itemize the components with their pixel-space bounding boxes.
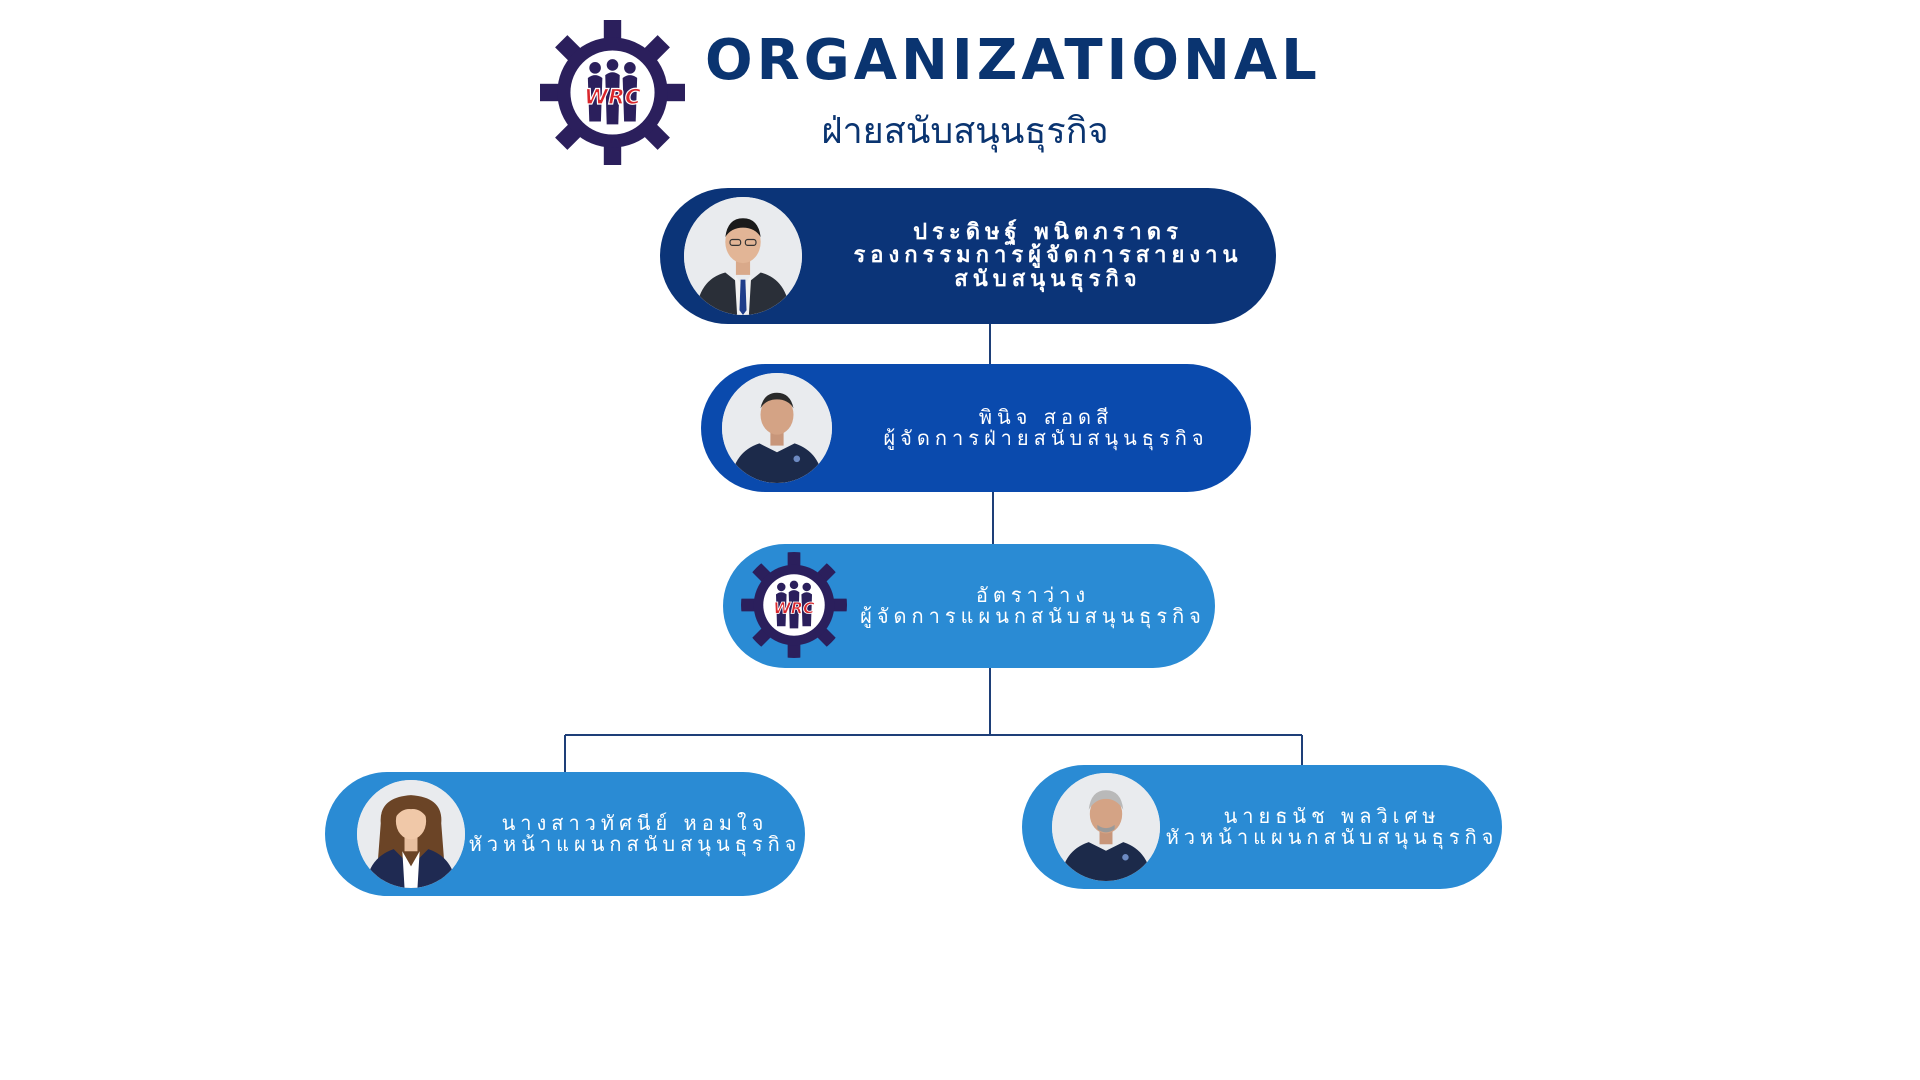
node-text: นางสาวทัศนีย์ หอมใจ หัวหน้าแผนกสนับสนุนธ… (468, 772, 802, 896)
logo-text: WRC (773, 598, 815, 617)
person-position: ผู้จัดการแผนกสนับสนุนธุรกิจ (860, 604, 1206, 628)
person-name: ประดิษฐ์ พนิตภราดร (913, 220, 1183, 246)
person-name: พินิจ สอดสี (978, 405, 1114, 429)
person-name: นายธนัช พลวิเศษ (1223, 804, 1441, 828)
person-position: ผู้จัดการฝ่ายสนับสนุนธุรกิจ (883, 426, 1209, 450)
org-node-vacant-manager: WRC อัตราว่าง ผู้จัดการแผนกสนับสนุนธุรกิ… (723, 544, 1215, 668)
avatar (1052, 773, 1160, 881)
person-position: หัวหน้าแผนกสนับสนุนธุรกิจ (1165, 825, 1499, 849)
page-subtitle: ฝ่ายสนับสนุนธุรกิจ (821, 111, 1109, 152)
org-node-department-manager: พินิจ สอดสี ผู้จัดการฝ่ายสนับสนุนธุรกิจ (701, 364, 1251, 492)
person-name: นางสาวทัศนีย์ หอมใจ (501, 811, 769, 835)
person-position-cont: สนับสนุนธุรกิจ (954, 266, 1142, 292)
org-node-deputy-md: ประดิษฐ์ พนิตภราดร รองกรรมการผู้จัดการสา… (660, 188, 1276, 324)
org-node-section-head-left: นางสาวทัศนีย์ หอมใจ หัวหน้าแผนกสนับสนุนธ… (325, 772, 805, 896)
node-text: พินิจ สอดสี ผู้จัดการฝ่ายสนับสนุนธุรกิจ (851, 364, 1241, 492)
person-position: หัวหน้าแผนกสนับสนุนธุรกิจ (468, 832, 802, 856)
avatar (684, 197, 802, 315)
person-position: รองกรรมการผู้จัดการสายงาน (853, 243, 1243, 269)
person-name: อัตราว่าง (975, 583, 1091, 607)
node-text: ประดิษฐ์ พนิตภราดร รองกรรมการผู้จัดการสา… (820, 188, 1276, 324)
node-text: อัตราว่าง ผู้จัดการแผนกสนับสนุนธุรกิจ (858, 544, 1208, 668)
avatar (357, 780, 465, 888)
wrc-logo-icon: WRC (540, 20, 685, 165)
logo-text: WRC (584, 85, 641, 110)
org-node-section-head-right: นายธนัช พลวิเศษ หัวหน้าแผนกสนับสนุนธุรกิ… (1022, 765, 1502, 889)
node-text: นายธนัช พลวิเศษ หัวหน้าแผนกสนับสนุนธุรกิ… (1165, 765, 1499, 889)
page-title: ORGANIZATIONAL (705, 28, 1321, 93)
avatar (722, 373, 832, 483)
wrc-logo-icon: WRC (741, 552, 847, 658)
